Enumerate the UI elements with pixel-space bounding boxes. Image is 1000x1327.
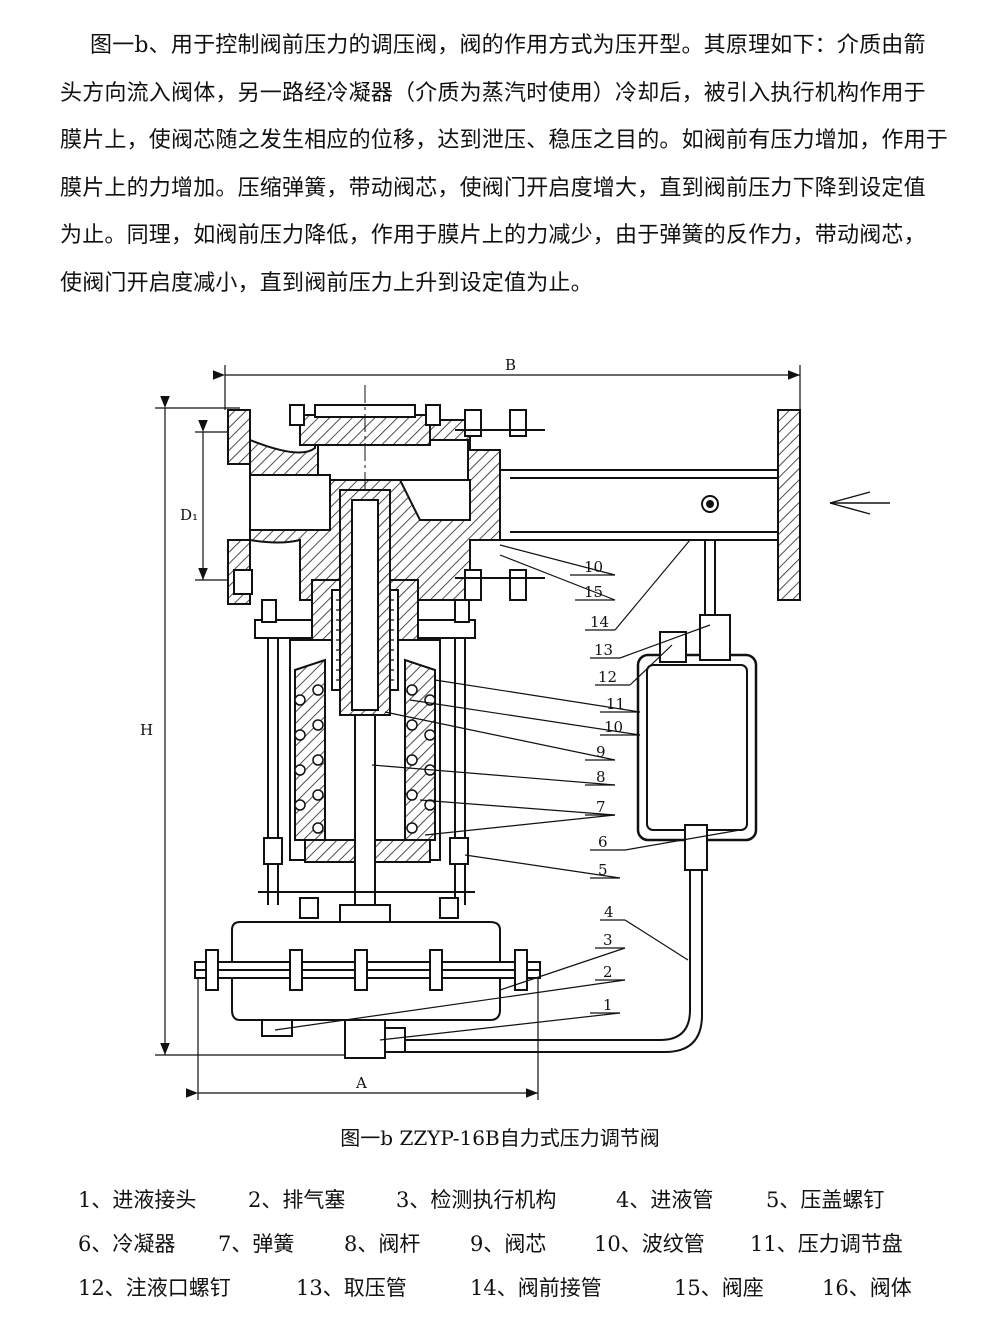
dim-label-b: B [505,356,516,374]
callout-number: 6 [598,833,608,851]
callout-number: 7 [596,798,606,816]
valve-body [227,385,801,870]
legend-item: 3、检测执行机构 [396,1188,557,1212]
flow-arrow [829,491,890,515]
dim-label-a: A [355,1074,367,1092]
parts-legend: 1、进液接头 2、排气塞 3、检测执行机构 4、进液管 5、压盖螺钉 6、冷凝器… [78,1180,958,1312]
legend-item: 13、取压管 [296,1276,407,1300]
legend-item: 14、阀前接管 [470,1276,602,1300]
paragraph-line: 膜片上，使阀芯随之发生相应的位移，达到泄压、稳压之目的。如阀前有压力增加，作用于 [60,128,949,153]
legend-item: 11、压力调节盘 [750,1232,903,1256]
paragraph-line: 为止。同理，如阀前压力降低，作用于膜片上的力减少，由于弹簧的反作力，带动阀芯， [60,223,926,248]
callout-number: 2 [603,963,613,981]
legend-item: 10、波纹管 [594,1232,705,1256]
legend-item: 5、压盖螺钉 [766,1188,885,1212]
legend-row: 1、进液接头 2、排气塞 3、检测执行机构 4、进液管 5、压盖螺钉 [78,1180,958,1224]
figure-caption: 图一b ZZYP-16B自力式压力调节阀 [340,1126,660,1150]
dimension-lines [155,365,801,1100]
callout-number: 9 [596,743,606,761]
valve-technical-drawing: B H D₁ A 10 15 14 13 12 11 10 9 8 7 6 5 … [140,356,890,1100]
diaphragm-actuator [194,921,541,1059]
description-paragraph: 图一b、用于控制阀前压力的调压阀，阀的作用方式为压开型。其原理如下：介质由箭 头… [60,22,970,307]
actuator-housing [254,489,476,931]
legend-item: 7、弹簧 [218,1232,295,1256]
legend-item: 8、阀杆 [344,1232,421,1256]
legend-item: 16、阀体 [822,1276,912,1300]
legend-item: 9、阀芯 [470,1232,547,1256]
callout-number: 11 [606,695,625,713]
callout-number: 10 [604,718,623,736]
legend-item: 4、进液管 [616,1188,714,1212]
callout-number: 13 [594,641,613,659]
legend-item: 6、冷凝器 [78,1232,176,1256]
paragraph-line: 使阀门开启度减小，直到阀前压力上升到设定值为止。 [60,270,593,296]
dim-label-d1: D₁ [180,506,198,524]
legend-row: 6、冷凝器 7、弹簧 8、阀杆 9、阀芯 10、波纹管 11、压力调节盘 [78,1224,958,1268]
paragraph-line: 膜片上的力增加。压缩弹簧，带动阀芯，使阀门开启度增大，直到阀前压力下降到设定值 [60,175,926,201]
callout-number: 1 [603,996,613,1014]
paragraph-line: 图一b、用于控制阀前压力的调压阀，阀的作用方式为压开型。其原理如下：介质由箭 [90,33,926,58]
legend-row: 12、注液口螺钉 13、取压管 14、阀前接管 15、阀座 16、阀体 [78,1268,958,1312]
legend-item: 15、阀座 [674,1276,764,1300]
condenser-and-tubes [405,540,758,1053]
legend-item: 1、进液接头 [78,1188,197,1212]
callout-number: 15 [584,583,603,601]
callout-number: 4 [604,903,614,921]
legend-item: 12、注液口螺钉 [78,1276,231,1300]
callout-number: 3 [603,931,613,949]
dim-label-h: H [140,721,153,739]
callout-number: 12 [598,668,617,686]
callout-number: 10 [584,558,603,576]
leader-lines [274,539,741,1041]
paragraph-line: 头方向流入阀体，另一路经冷凝器（介质为蒸汽时使用）冷却后，被引入执行机构作用于 [60,80,926,106]
callout-number: 8 [596,768,606,786]
callout-number: 14 [590,613,609,631]
callout-number: 5 [598,861,608,879]
legend-item: 2、排气塞 [248,1188,346,1212]
